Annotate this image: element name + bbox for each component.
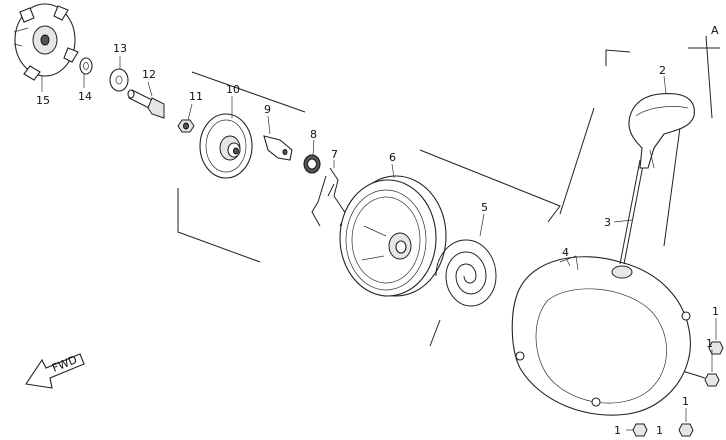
flange-bolt-1c bbox=[632, 423, 648, 437]
callout-8: 8 bbox=[310, 128, 317, 141]
callout-5: 5 bbox=[481, 201, 488, 214]
callout-2: 2 bbox=[659, 64, 666, 77]
callout-1e: 1 bbox=[656, 424, 663, 437]
callout-11: 11 bbox=[189, 90, 203, 103]
spring-ring-part-8 bbox=[303, 154, 321, 174]
callout-14: 14 bbox=[78, 90, 92, 103]
flange-bolt-1a bbox=[708, 341, 724, 355]
callout-7: 7 bbox=[331, 148, 338, 161]
flange-bolt-1b bbox=[704, 373, 720, 387]
callout-13: 13 bbox=[113, 42, 127, 55]
ratchet-pawl-part-9 bbox=[263, 135, 293, 161]
callout-labels: 15 14 13 12 11 10 9 8 7 6 5 4 3 2 1 1 1 … bbox=[36, 24, 719, 437]
starter-handle-part-2 bbox=[628, 93, 695, 169]
starter-housing-part-4 bbox=[511, 255, 691, 416]
callout-3: 3 bbox=[604, 216, 611, 229]
view-marker-a: A bbox=[711, 24, 719, 37]
callout-12: 12 bbox=[142, 68, 156, 81]
wire-spring-part-7 bbox=[311, 167, 347, 227]
recoil-pulley-part-6 bbox=[339, 175, 447, 297]
callout-6: 6 bbox=[389, 151, 396, 164]
callout-10: 10 bbox=[226, 83, 240, 96]
flange-bolt-1d bbox=[678, 423, 694, 437]
callout-1c: 1 bbox=[614, 424, 621, 437]
leader-lines bbox=[41, 56, 717, 431]
washer-part-13 bbox=[109, 68, 129, 92]
rope-part-3 bbox=[619, 159, 645, 265]
recoil-spring-part-5 bbox=[429, 239, 497, 347]
bolt-part-12 bbox=[127, 89, 165, 119]
callout-15: 15 bbox=[36, 94, 50, 107]
callout-4: 4 bbox=[562, 246, 569, 259]
friction-plate-part-10 bbox=[199, 113, 253, 179]
callout-1a: 1 bbox=[712, 305, 719, 318]
callout-1d: 1 bbox=[682, 395, 689, 408]
callout-9: 9 bbox=[264, 103, 271, 116]
callout-1b: 1 bbox=[706, 337, 713, 350]
nut-part-11 bbox=[177, 119, 195, 133]
forward-direction-arrow: FWD bbox=[25, 353, 85, 389]
washer-part-14 bbox=[79, 57, 93, 75]
drive-cup-part-15 bbox=[13, 3, 79, 81]
